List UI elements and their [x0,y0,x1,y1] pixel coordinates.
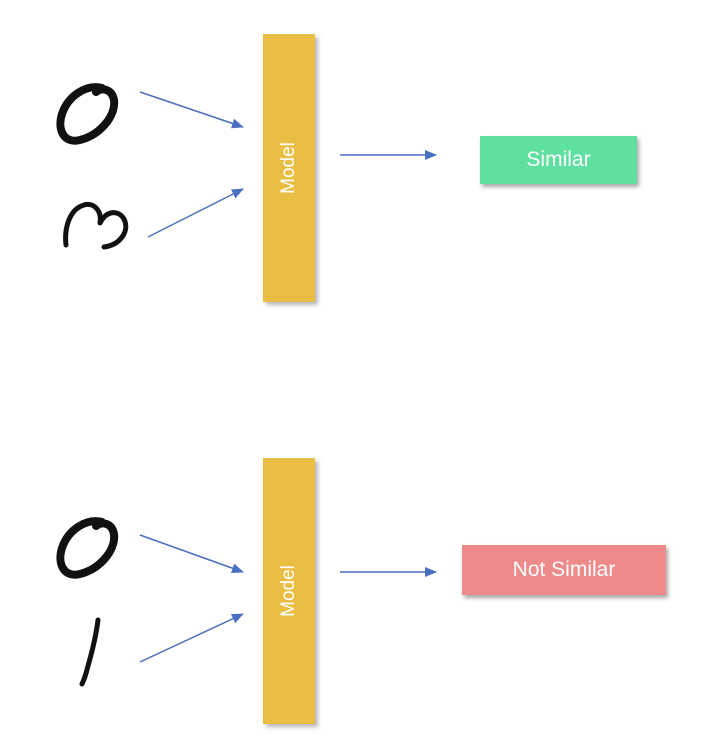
result-not-similar-label: Not Similar [512,558,616,581]
model-block-top: Model [263,34,315,302]
handwritten-one-digit-bottom [79,617,101,687]
arrow-digit-b-to-model-bottom [139,613,244,663]
arrow-digit-b-to-model-top [147,188,244,238]
model-label-top: Model [278,142,299,194]
result-similar-label: Similar [526,148,591,171]
handwritten-three-digit-top [63,201,129,250]
handwritten-zero-digit-bottom [56,517,119,579]
result-not-similar-box: Not Similar [462,545,666,595]
result-similar-box: Similar [480,136,637,184]
arrow-digit-a-to-model-top [139,91,244,129]
model-block-bottom: Model [263,458,315,724]
handwritten-zero-digit-top [56,83,119,145]
arrow-digit-a-to-model-bottom [139,534,244,573]
model-label-bottom: Model [278,565,299,617]
